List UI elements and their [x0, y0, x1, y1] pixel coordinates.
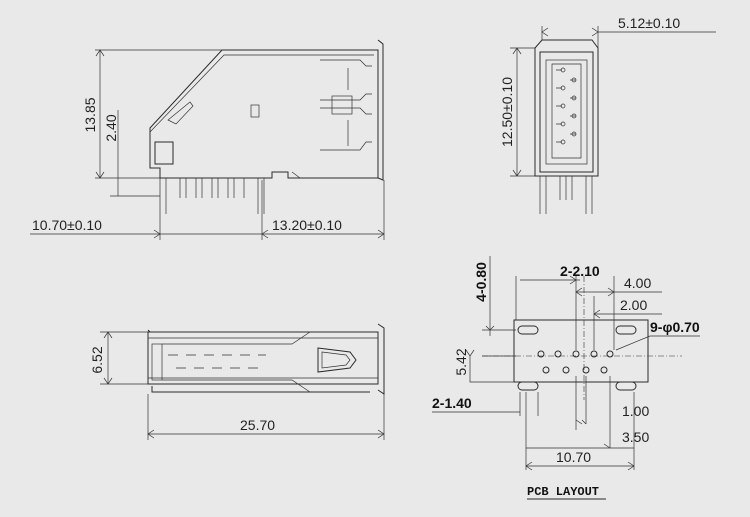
pcb-layout-title: PCB LAYOUT: [527, 485, 599, 499]
pcb-dim-g-label: 2-1.40: [432, 395, 472, 411]
side-pin-offset-label: 10.70±0.10: [32, 217, 102, 233]
pcb-dim-j-label: 10.70: [556, 449, 591, 465]
top-length-label: 25.70: [240, 417, 275, 433]
pcb-dim-i-label: 3.50: [622, 429, 649, 445]
side-body-depth-label: 13.20±0.10: [272, 217, 342, 233]
pcb-dim-c-label: 4.00: [624, 275, 651, 291]
pcb-layout: 4-0.80 2-2.10 4.00 2.00 9-φ0.70 5.42 2-1…: [432, 256, 700, 500]
pcb-dim-h-label: 1.00: [622, 403, 649, 419]
side-height-total-label: 13.85: [82, 97, 98, 132]
side-view: 13.85 2.40 10.70±0.10 13.20±0.10: [30, 39, 385, 240]
pcb-dim-e-label: 9-φ0.70: [650, 319, 700, 335]
pcb-dim-f-label: 5.42: [453, 348, 469, 375]
front-height-label: 12.50±0.10: [499, 77, 515, 147]
top-view: 6.52 25.70: [89, 323, 385, 440]
pcb-dim-a-label: 4-0.80: [473, 262, 489, 302]
pcb-dim-d-label: 2.00: [620, 297, 647, 313]
side-height-pin-label: 2.40: [103, 114, 119, 141]
front-width-label: 5.12±0.10: [618, 15, 680, 31]
front-view: 5.12±0.10 12.50±0.10: [499, 15, 716, 214]
top-height-label: 6.52: [89, 346, 105, 373]
pcb-dim-b-label: 2-2.10: [560, 263, 600, 279]
